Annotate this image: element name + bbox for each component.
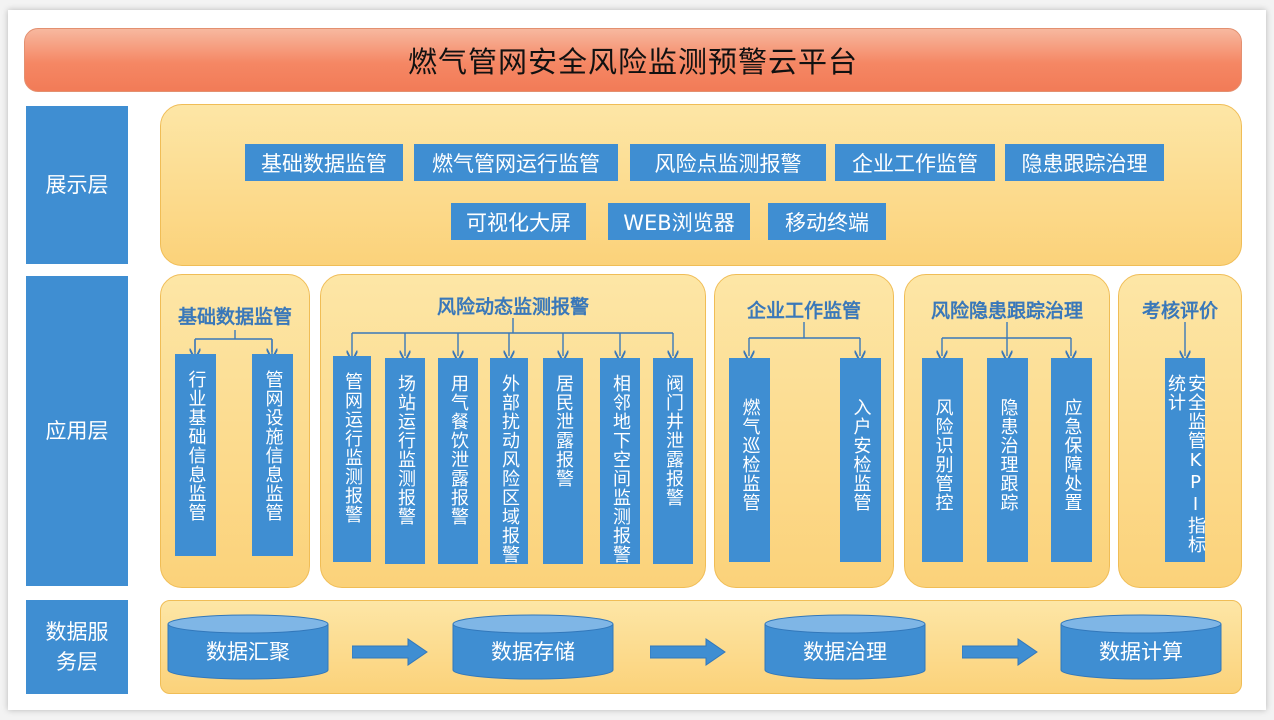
group-title-assessment: 考核评价: [1141, 300, 1218, 322]
group-title-basic-data: 基础数据监管: [177, 306, 292, 328]
cylinder-icon: [452, 614, 614, 680]
cylinder-icon: [764, 614, 926, 680]
data-governance-cylinder[interactable]: 数据治理: [764, 614, 926, 680]
display-chip-basic-data[interactable]: 基础数据监管: [245, 144, 403, 181]
group-title-risk-alarm: 风险动态监测报警: [436, 296, 589, 318]
group-title-hazard: 风险隐患跟踪治理: [930, 300, 1083, 322]
data-storage-cylinder[interactable]: 数据存储: [452, 614, 614, 680]
app-item-resident-leak-alarm[interactable]: 居民泄露报警: [543, 358, 583, 564]
cylinder-icon: [167, 614, 329, 680]
layer-label-data-service: 数据服务层: [26, 600, 128, 694]
app-item-emergency-response[interactable]: 应急保障处置: [1051, 358, 1092, 562]
display-chip-big-screen[interactable]: 可视化大屏: [451, 203, 586, 240]
app-item-industry-basic-info[interactable]: 行业基础信息监管: [175, 354, 216, 556]
display-chip-risk-alarm[interactable]: 风险点监测报警: [630, 144, 826, 181]
flow-arrow-icon: [650, 638, 726, 666]
display-chip-enterprise-work[interactable]: 企业工作监管: [835, 144, 995, 181]
group-title-enterprise-work: 企业工作监管: [746, 300, 861, 322]
flow-arrow-icon: [352, 638, 428, 666]
flow-arrow-icon: [962, 638, 1038, 666]
data-governance-label: 数据治理: [803, 640, 887, 664]
app-item-catering-leak-alarm[interactable]: 用气餐饮泄露报警: [438, 358, 478, 564]
app-item-pipeline-facility-info[interactable]: 管网设施信息监管: [252, 354, 293, 556]
page-title: 燃气管网安全风险监测预警云平台: [24, 28, 1242, 92]
display-layer-panel: [160, 104, 1242, 266]
app-item-station-monitoring-alarm[interactable]: 场站运行监测报警: [385, 358, 425, 564]
app-item-external-disturbance-alarm[interactable]: 外部扰动风险区域报警: [490, 358, 528, 564]
display-chip-web-browser[interactable]: WEB浏览器: [608, 203, 750, 240]
display-chip-mobile-terminal[interactable]: 移动终端: [768, 203, 886, 240]
app-item-valve-well-leak-alarm[interactable]: 阀门井泄露报警: [653, 358, 693, 564]
app-item-gas-patrol[interactable]: 燃气巡检监管: [729, 358, 770, 562]
data-computing-cylinder[interactable]: 数据计算: [1060, 614, 1222, 680]
app-item-pipeline-monitoring-alarm[interactable]: 管网运行监测报警: [333, 356, 371, 562]
layer-label-display: 展示层: [26, 106, 128, 264]
layer-label-application: 应用层: [26, 276, 128, 586]
cylinder-icon: [1060, 614, 1222, 680]
data-aggregation-cylinder[interactable]: 数据汇聚: [167, 614, 329, 680]
data-computing-label: 数据计算: [1099, 640, 1183, 664]
app-item-hazard-governance[interactable]: 隐患治理跟踪: [987, 358, 1028, 562]
display-chip-pipeline-operation[interactable]: 燃气管网运行监管: [414, 144, 618, 181]
app-item-kpi-statistics[interactable]: 安全监管KPI指标统计: [1165, 358, 1206, 562]
app-item-risk-identification[interactable]: 风险识别管控: [922, 358, 963, 562]
data-aggregation-label: 数据汇聚: [206, 640, 290, 664]
app-item-underground-space-alarm[interactable]: 相邻地下空间监测报警: [600, 358, 640, 564]
app-item-household-inspection[interactable]: 入户安检监管: [840, 358, 881, 562]
display-chip-hazard-tracking[interactable]: 隐患跟踪治理: [1005, 144, 1164, 181]
data-storage-label: 数据存储: [491, 640, 575, 664]
